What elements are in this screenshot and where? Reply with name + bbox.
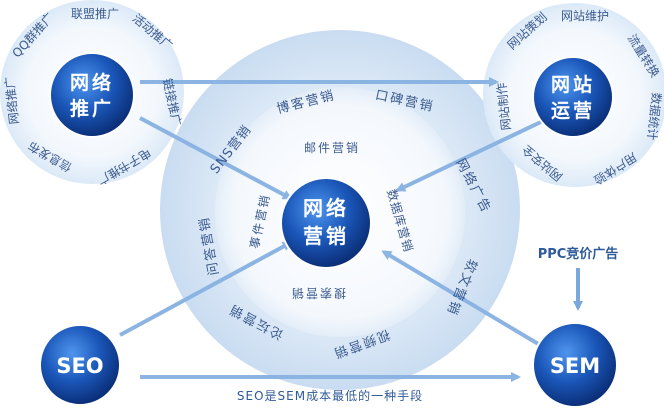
operation-to-center-arrow: [395, 118, 546, 192]
operation-line1: 网站: [551, 73, 595, 96]
ppc-label: PPC竞价广告: [538, 246, 619, 262]
sem-label: SEM: [550, 354, 600, 378]
seo-to-center-arrow: [119, 241, 293, 337]
seo-sem-caption: SEO是SEM成本最低的一种手段: [237, 388, 423, 403]
promotion-hub: [49, 52, 135, 138]
promotion-line2: 推广: [70, 97, 114, 120]
promotion-to-center-arrow: [139, 116, 293, 200]
seo-hub: [39, 324, 121, 406]
operation-item-build: 网站制作: [495, 82, 514, 131]
ring-item-search: 搜索营销: [290, 286, 346, 301]
promotion-item-union: 联盟推广: [71, 7, 119, 21]
sem-hub: [532, 322, 618, 408]
center-line2: 营销: [303, 224, 349, 248]
sem-to-center-arrow: [381, 250, 542, 347]
promotion-item-net: 网络推广: [2, 76, 22, 125]
center-line1: 网络: [303, 196, 349, 220]
ring-item-email: 邮件营销: [304, 141, 360, 155]
operation-item-maintain: 网站维护: [561, 9, 609, 23]
promotion-line1: 网络: [70, 71, 114, 94]
center-hub: [280, 177, 372, 269]
operation-line2: 运营: [551, 99, 595, 122]
operation-hub: [532, 56, 614, 138]
operation-item-stats: 数据统计: [645, 92, 664, 141]
seo-label: SEO: [56, 354, 103, 378]
